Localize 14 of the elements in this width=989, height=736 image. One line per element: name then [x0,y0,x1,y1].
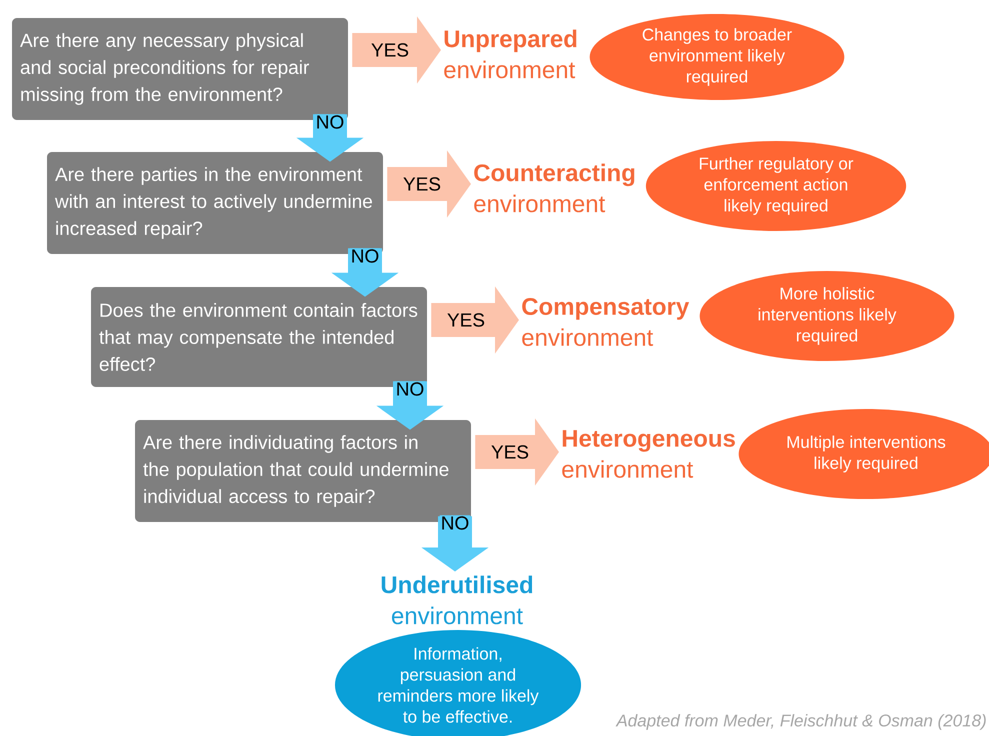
outcome-label: Underutilised environment [382,576,532,624]
edge-label: NO [394,381,426,397]
edge-label: NO [440,515,470,531]
edge-label: YES [490,444,530,460]
caption: Adapted from Meder, Fleischhut & Osman (2018) [616,714,986,730]
edge-label: YES [370,42,410,58]
edge-label: YES [446,312,486,328]
edge-label: NO [350,248,380,264]
outcome-label: Compensatory environment [522,298,690,346]
outcome-label: Counteracting environment [474,164,634,212]
edge-label: NO [314,114,346,130]
outcome-label: Unprepared environment [444,30,576,78]
edge-label: YES [402,176,442,192]
outcome-label: Heterogeneous environment [562,430,735,478]
